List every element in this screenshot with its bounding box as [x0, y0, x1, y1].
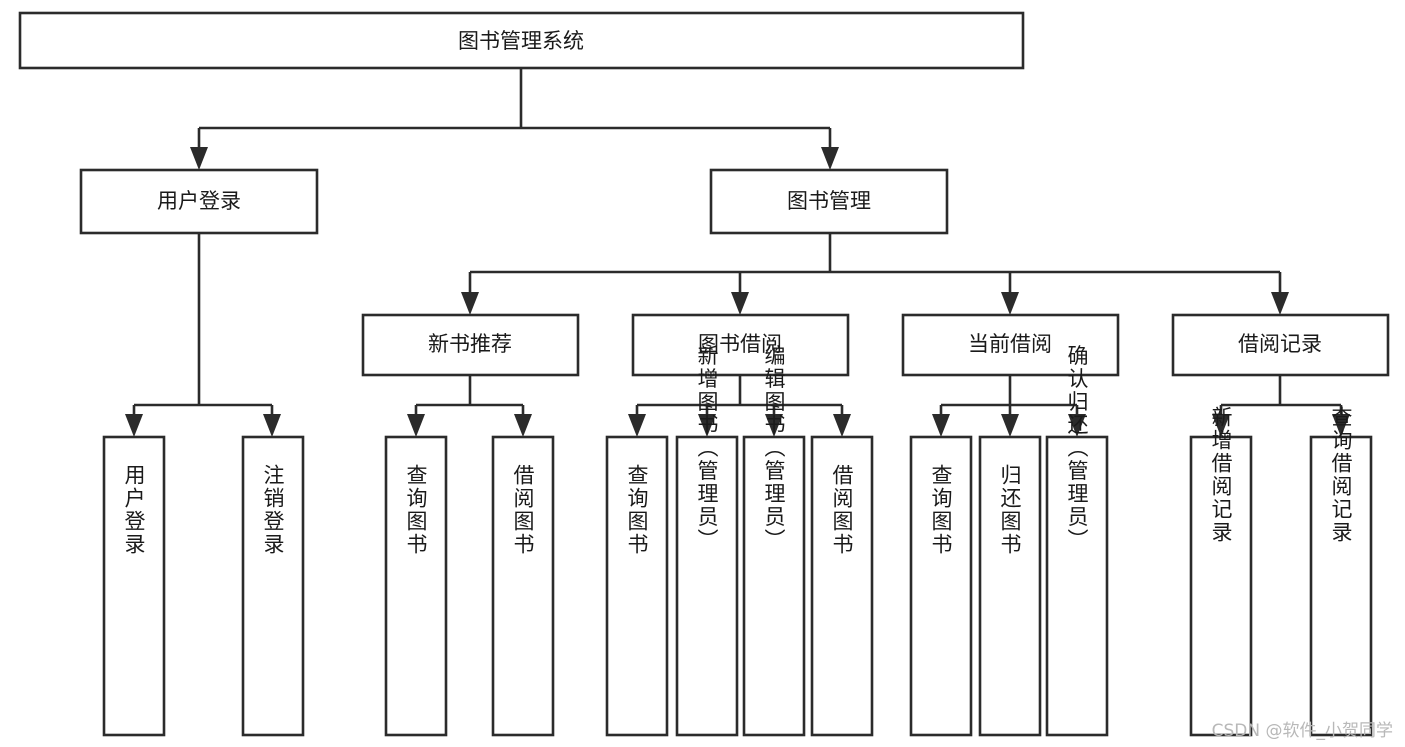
node-book-borrow-box[interactable]	[631, 313, 850, 377]
node-leaf-borrow-book-2[interactable]: 借阅图书	[810, 435, 874, 737]
node-book-management[interactable]: 图书管理	[709, 168, 949, 235]
node-leaf-borrow-book-2-label: 借阅图书	[830, 464, 854, 556]
node-leaf-query-book-1-label: 查询图书	[404, 464, 428, 556]
node-book-borrow-label: 图书借阅	[698, 332, 782, 356]
arrowhead-current-borrow	[1001, 292, 1019, 315]
arrowhead-leaf-query-book-1	[407, 414, 425, 437]
arrowhead-leaf-edit-book	[765, 414, 783, 437]
node-new-book-recommend-box[interactable]	[361, 313, 580, 377]
node-leaf-logout-login[interactable]: 注销登录	[241, 435, 305, 737]
node-leaf-add-record-box[interactable]	[1189, 435, 1253, 737]
arrowhead-borrow-record	[1271, 292, 1289, 315]
node-leaf-query-book-2-box[interactable]	[605, 435, 669, 737]
node-leaf-add-record[interactable]: 新增借阅记录	[1189, 406, 1253, 737]
node-leaf-return-book-box[interactable]	[978, 435, 1042, 737]
node-borrow-record-label: 借阅记录	[1238, 332, 1322, 356]
node-book-management-box[interactable]	[709, 168, 949, 235]
arrowhead-leaf-add-record	[1212, 414, 1230, 437]
node-leaf-query-record[interactable]: 查询借阅记录	[1309, 406, 1373, 737]
node-leaf-logout-login-box[interactable]	[241, 435, 305, 737]
connector-group-borrow-record	[1212, 375, 1350, 437]
node-leaf-confirm-return[interactable]: 确认归还（管理员）	[1045, 345, 1109, 737]
node-current-borrow-box[interactable]	[901, 313, 1120, 377]
arrowhead-leaf-confirm-return	[1068, 414, 1086, 437]
node-leaf-edit-book-box[interactable]	[742, 435, 806, 737]
node-leaf-user-login[interactable]: 用户登录	[102, 435, 166, 737]
node-leaf-borrow-book-1-label: 借阅图书	[511, 464, 535, 556]
node-borrow-record-box[interactable]	[1171, 313, 1390, 377]
node-leaf-logout-login-label: 注销登录	[261, 464, 285, 556]
node-leaf-add-record-label: 新增借阅记录	[1209, 406, 1233, 544]
arrowhead-leaf-borrow-book-1	[514, 414, 532, 437]
node-leaf-query-record-box[interactable]	[1309, 435, 1373, 737]
connector-group-userlogin	[125, 233, 281, 437]
node-borrow-record[interactable]: 借阅记录	[1171, 313, 1390, 377]
node-user-login-box[interactable]	[79, 168, 319, 235]
arrowhead-leaf-add-book	[698, 414, 716, 437]
node-leaf-query-book-2-label: 查询图书	[625, 464, 649, 556]
node-user-login[interactable]: 用户登录	[79, 168, 319, 235]
arrowhead-leaf-query-book-3	[932, 414, 950, 437]
connector-group-root	[190, 68, 839, 170]
arrowhead-userlogin	[190, 147, 208, 170]
connector-group-new-book-recommend	[407, 375, 532, 437]
arrowhead-leaf-return-book	[1001, 414, 1019, 437]
node-root[interactable]: 图书管理系统	[18, 11, 1025, 70]
node-leaf-add-book-box[interactable]	[675, 435, 739, 737]
arrowhead-leaf-query-record	[1332, 414, 1350, 437]
node-leaf-user-login-box[interactable]	[102, 435, 166, 737]
node-new-book-recommend-label: 新书推荐	[428, 332, 512, 356]
node-user-login-label: 用户登录	[157, 189, 241, 213]
node-leaf-add-book-label: 新增图书（管理员）	[695, 345, 719, 552]
node-leaf-query-record-label: 查询借阅记录	[1329, 406, 1353, 544]
node-leaf-query-book-3[interactable]: 查询图书	[909, 435, 973, 737]
node-root-box[interactable]	[18, 11, 1025, 70]
node-new-book-recommend[interactable]: 新书推荐	[361, 313, 580, 377]
node-leaf-user-login-label: 用户登录	[122, 464, 146, 556]
arrowhead-leaf-user-login	[125, 414, 143, 437]
node-book-management-label: 图书管理	[787, 189, 871, 213]
arrowhead-leaf-borrow-book-2	[833, 414, 851, 437]
arrowhead-leaf-logout-login	[263, 414, 281, 437]
node-leaf-borrow-book-2-box[interactable]	[810, 435, 874, 737]
arrowhead-book-borrow	[731, 292, 749, 315]
connector-group-bookmgmt	[461, 233, 1289, 315]
arrowhead-leaf-query-book-2	[628, 414, 646, 437]
node-leaf-confirm-return-box[interactable]	[1045, 435, 1109, 737]
node-leaf-query-book-2[interactable]: 查询图书	[605, 435, 669, 737]
connector-group-current-borrow	[932, 375, 1086, 437]
node-leaf-edit-book-label: 编辑图书（管理员）	[762, 345, 786, 552]
connector-group-book-borrow	[628, 375, 851, 437]
node-book-borrow[interactable]: 图书借阅	[631, 313, 850, 377]
arrowhead-bookmgmt	[821, 147, 839, 170]
node-leaf-query-book-3-label: 查询图书	[929, 464, 953, 556]
node-leaf-edit-book[interactable]: 编辑图书（管理员）	[742, 345, 806, 737]
node-root-label: 图书管理系统	[458, 29, 584, 53]
node-leaf-confirm-return-label: 确认归还（管理员）	[1065, 345, 1089, 552]
node-leaf-query-book-1-box[interactable]	[384, 435, 448, 737]
node-leaf-borrow-book-1[interactable]: 借阅图书	[491, 435, 555, 737]
node-leaf-return-book[interactable]: 归还图书	[978, 435, 1042, 737]
node-leaf-add-book[interactable]: 新增图书（管理员）	[675, 345, 739, 737]
node-leaf-query-book-1[interactable]: 查询图书	[384, 435, 448, 737]
node-current-borrow[interactable]: 当前借阅	[901, 313, 1120, 377]
arrowhead-new-book-recommend	[461, 292, 479, 315]
node-current-borrow-label: 当前借阅	[968, 332, 1052, 356]
node-leaf-borrow-book-1-box[interactable]	[491, 435, 555, 737]
node-leaf-return-book-label: 归还图书	[998, 464, 1022, 556]
node-leaf-query-book-3-box[interactable]	[909, 435, 973, 737]
